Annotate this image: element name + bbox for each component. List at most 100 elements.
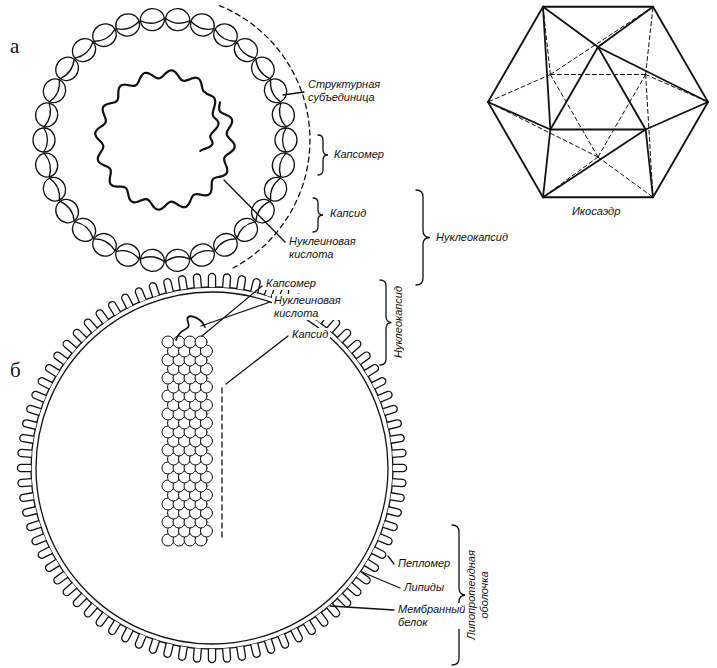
peplomer	[134, 634, 146, 649]
peplomer	[26, 404, 41, 415]
capsomer	[139, 7, 165, 31]
nucleic-acid	[95, 70, 234, 209]
subunit-divide	[116, 248, 140, 259]
hidden-edge	[646, 7, 653, 75]
peplomer	[387, 419, 402, 429]
leader-line	[388, 556, 394, 564]
brace	[452, 525, 466, 665]
subunit-divide	[190, 248, 214, 259]
peplomer	[304, 620, 317, 635]
peplomer	[107, 300, 120, 315]
part-label: Нуклеиновая кислота	[287, 235, 373, 261]
capsomer	[33, 101, 60, 129]
structural-subunit	[165, 248, 191, 272]
subunit-divide	[116, 21, 140, 32]
peplomer	[120, 293, 133, 308]
peplomer	[237, 275, 246, 290]
capsomer	[188, 241, 218, 269]
leader-line	[202, 286, 262, 336]
peplomer	[37, 376, 52, 389]
peplomer	[22, 507, 37, 517]
hidden-edge	[550, 74, 645, 75]
structural-subunit	[188, 11, 218, 39]
membrane-outer	[31, 287, 393, 649]
capsomer	[261, 75, 291, 106]
peplomer	[390, 434, 405, 443]
peplomer	[347, 583, 362, 597]
peplomer	[37, 547, 52, 560]
subunit-divide	[277, 103, 285, 127]
structural-subunit	[139, 248, 165, 272]
part-label: Липиды	[402, 581, 446, 594]
edge	[598, 47, 708, 102]
peplomer	[26, 521, 41, 532]
capsomer	[195, 336, 207, 348]
subunit-divide	[190, 21, 214, 32]
leader-line	[226, 336, 288, 384]
peplomer	[62, 339, 77, 353]
peplomer	[148, 639, 159, 654]
bracket	[313, 135, 466, 665]
peplomer	[22, 419, 37, 429]
icosahedron	[488, 7, 708, 198]
capsomer	[40, 174, 70, 205]
structural-subunit	[33, 128, 55, 152]
peplomer	[327, 603, 341, 618]
peplomer	[52, 351, 67, 365]
capsomer	[33, 151, 60, 179]
subunit-divide	[253, 59, 270, 80]
subunit-divide	[283, 128, 287, 152]
capsomer	[165, 248, 191, 272]
structural-subunit	[188, 241, 218, 269]
edge	[646, 102, 708, 130]
edge	[543, 130, 646, 198]
structural-subunit	[33, 151, 60, 179]
capsid-extent-dashed	[221, 388, 222, 540]
structural-subunit	[139, 7, 165, 31]
part-label: Мембранный белок	[396, 603, 462, 629]
peplomer	[347, 339, 362, 353]
capsomer	[275, 128, 297, 152]
leader-line	[283, 92, 304, 95]
subunit-divide	[165, 256, 189, 262]
brace	[380, 280, 392, 365]
edge	[488, 102, 543, 197]
part-label: Капсид	[328, 207, 368, 220]
subunit-divide	[60, 199, 77, 220]
peplomer	[148, 282, 159, 297]
peplomer	[278, 634, 290, 649]
peplomer	[392, 479, 406, 487]
peplomer	[31, 534, 46, 546]
peplomer	[387, 507, 402, 517]
capsomer	[270, 101, 297, 129]
peplomer	[62, 583, 77, 597]
capsomer	[113, 241, 143, 269]
peplomer	[315, 612, 329, 627]
group-label: Нуклеокапсид	[434, 231, 510, 244]
leader-line	[224, 180, 285, 242]
membrane-inner	[36, 292, 388, 644]
peplomer	[193, 274, 201, 288]
subunit-divide	[50, 177, 63, 200]
hidden-edge	[598, 157, 653, 197]
subunit-divide	[94, 29, 117, 44]
part-label: Капсомер	[264, 277, 318, 290]
peplomer	[19, 434, 34, 443]
peplomer	[178, 275, 187, 290]
subunit-divide	[165, 18, 189, 24]
leader-line	[330, 606, 394, 610]
capsomer	[113, 11, 143, 39]
subunit-divide	[50, 80, 63, 103]
brace	[313, 198, 323, 232]
peplomer	[265, 639, 276, 654]
peplomer	[208, 649, 215, 663]
peplomer-ring	[17, 273, 406, 662]
peplomer	[95, 612, 109, 627]
group-label: Липопротеидная оболочка	[465, 528, 491, 662]
capsomer	[162, 336, 174, 348]
subunit-divide	[267, 80, 280, 103]
hidden-edge	[550, 7, 653, 75]
structural-subunit	[270, 101, 297, 129]
edge	[543, 6, 653, 8]
capsomer	[33, 128, 55, 152]
